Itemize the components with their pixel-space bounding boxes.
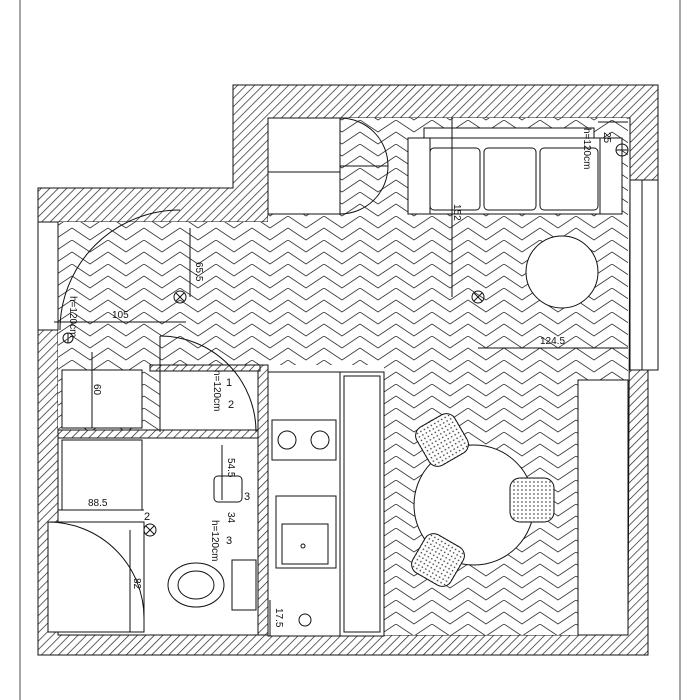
ceiling-light-icon (143, 523, 157, 537)
dim-toilet-offset: 34 (225, 512, 236, 524)
bath-cabinet (61, 439, 143, 511)
door-swing-arc (159, 335, 257, 433)
dim-room-width: 124.5 (540, 336, 565, 347)
bath-wall-right (257, 364, 269, 636)
bench (577, 379, 629, 636)
tall-unit (343, 375, 381, 633)
dim-kitchen-gap: 17.5 (273, 608, 284, 628)
dim-bath-depth: 82 (131, 578, 142, 590)
coffee-table (525, 235, 599, 309)
toilet (167, 559, 257, 611)
dim-sink-offset: 54.5 (225, 458, 236, 478)
ceiling-light-icon (173, 290, 187, 304)
hall-wall (149, 364, 261, 372)
wardrobe (267, 117, 341, 215)
height-bath-outlet: h=120cm (209, 520, 220, 561)
dim-living-height: 65.5 (193, 262, 204, 282)
dim-wall-gap: 25 (601, 132, 612, 144)
dim-bath-width: 88.5 (88, 498, 108, 509)
dim-hall-depth: 60 (91, 384, 102, 396)
sink (213, 475, 243, 503)
hall-cabinet (61, 369, 143, 429)
ceiling-light-icon (471, 290, 485, 304)
marker-bath-3-bottom: 3 (226, 535, 232, 547)
cooktop-burner (277, 430, 297, 450)
shower-tray (47, 521, 145, 633)
outlet-icon (298, 613, 312, 627)
marker-bath-3-top: 3 (244, 491, 250, 503)
chair (415, 413, 469, 467)
height-bath-door-outlet: h=120cm (211, 370, 222, 411)
door-swing-arc (47, 521, 145, 619)
height-sofa-outlet: h=120cm (581, 128, 592, 169)
door-swing-arc (339, 117, 389, 167)
door-swing-arc (59, 209, 181, 331)
dim-hall-width: 105 (112, 310, 129, 321)
cooktop-burner (310, 430, 330, 450)
chair (509, 477, 555, 523)
outlet-icon (62, 332, 74, 344)
marker-switch-2: 2 (228, 399, 234, 411)
bath-wall-top (57, 429, 259, 439)
height-hall-outlet: h=120cm (67, 296, 78, 337)
chair (411, 533, 465, 587)
dim-sofa-span: 152 (451, 204, 462, 221)
marker-switch-1: 1 (226, 377, 232, 389)
sofa (407, 127, 623, 215)
window-left (37, 221, 59, 331)
marker-bath-switch-2: 2 (144, 511, 150, 523)
outlet-icon (615, 143, 629, 157)
window-right (629, 179, 659, 371)
door-swing-arc (339, 165, 389, 215)
